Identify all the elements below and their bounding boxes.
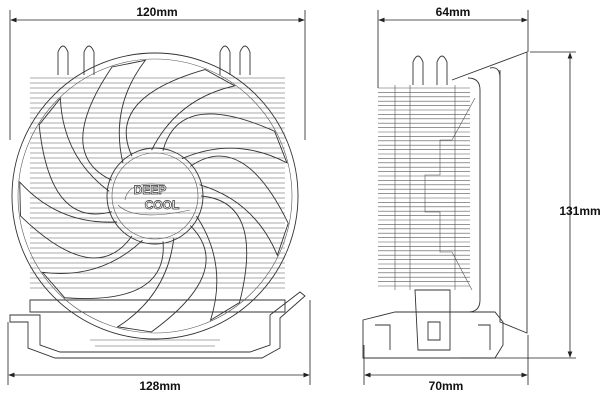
side-heatpipes [412, 55, 448, 85]
side-mounting-bracket [362, 311, 504, 359]
logo-deep: DEEP [134, 183, 167, 197]
fan-blade [116, 225, 207, 333]
fan-blade [125, 69, 236, 157]
label-height: 131mm [559, 204, 600, 218]
fan-blade [38, 97, 112, 215]
fan: DEEP COOL [11, 52, 299, 340]
fan-blade [41, 239, 164, 299]
label-front-width: 120mm [136, 5, 177, 19]
fan-blade [82, 59, 147, 181]
side-fan-frame [451, 51, 528, 334]
front-heatpipes [57, 45, 251, 75]
label-front-base-width: 128mm [139, 379, 180, 393]
fan-blades [19, 59, 289, 333]
side-heatsink-fins [378, 85, 470, 290]
fan-blade [189, 155, 289, 257]
front-heatsink-fins [30, 77, 285, 289]
fan-blade [19, 180, 133, 259]
side-view: 64mm 131mm 70mm [362, 5, 600, 393]
fan-blade [162, 113, 288, 164]
label-side-base-depth: 70mm [429, 379, 464, 393]
logo-cool: COOL [145, 198, 180, 212]
front-view: DEEP COOL 120mm 128mm [7, 5, 311, 393]
label-side-depth: 64mm [436, 5, 471, 19]
fin-edge [394, 85, 456, 290]
front-mounting-bracket [9, 291, 306, 359]
fan-blade [196, 195, 248, 322]
